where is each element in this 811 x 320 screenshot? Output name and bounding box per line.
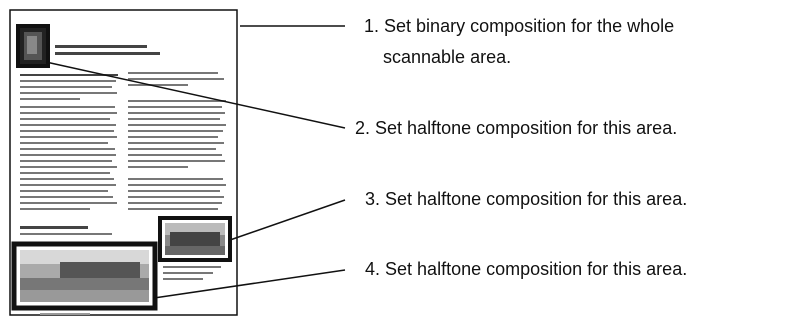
area-4-frame [11,241,158,311]
callout-1-continued: scannable area. [383,44,511,70]
callout-2-number: 2. [355,118,371,138]
callout-1: 1. Set binary composition for the whole [364,13,674,39]
leader-line-3 [229,199,346,241]
callout-3-number: 3. [365,189,381,209]
callout-2: 2. Set halftone composition for this are… [355,115,677,141]
leader-line-2 [45,61,346,129]
page-heading [55,45,160,55]
page-caption [163,266,221,280]
callout-2-text: Set halftone composition for this area. [375,118,678,138]
callout-1-text: Set binary composition for the whole [384,16,675,36]
area-2-frame [16,24,50,68]
page-text-right-column [128,72,226,210]
area-3-frame [158,216,232,262]
callout-4-text: Set halftone composition for this area. [385,259,688,279]
callout-4-number: 4. [365,259,381,279]
callout-3: 3. Set halftone composition for this are… [365,186,687,212]
page-footer [40,313,90,315]
callout-4: 4. Set halftone composition for this are… [365,256,687,282]
callout-1-number: 1. [364,16,380,36]
callout-3-text: Set halftone composition for this area. [385,189,688,209]
leader-line-4 [153,269,346,299]
callout-1-text-line2: scannable area. [383,47,512,67]
page-text-left-column [20,74,118,235]
